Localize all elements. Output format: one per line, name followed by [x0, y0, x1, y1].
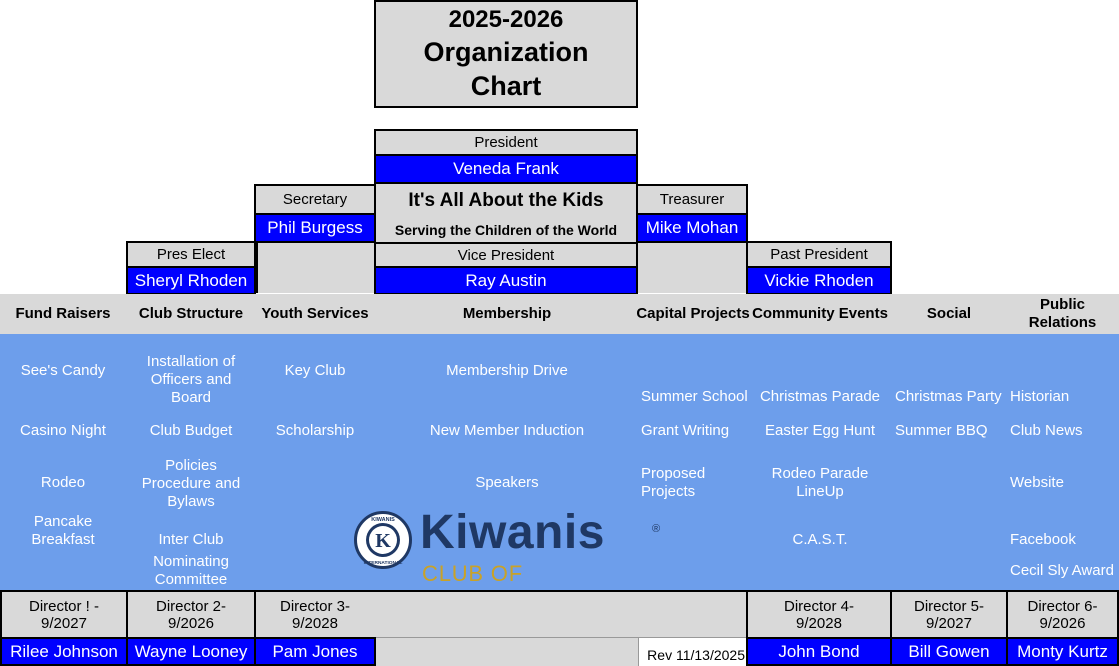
director-3-name: Pam Jones — [254, 637, 376, 666]
category-header-row: Fund Raisers Club Structure Youth Servic… — [0, 294, 1119, 334]
kiwanis-logo: K KIWANIS INTERNATIONAL Kiwanis ® CLUB O… — [352, 506, 662, 612]
capital-projects-item: Proposed Projects — [641, 465, 706, 500]
category-public-relations: Public Relations — [1028, 296, 1097, 331]
treasurer-label: Treasurer — [636, 184, 748, 215]
director-spacer — [374, 590, 748, 639]
motto-sub: Serving the Children of the World — [394, 222, 618, 238]
capital-projects-item: Summer School — [641, 388, 748, 405]
president-label: President — [374, 129, 638, 156]
community-events-item: Rodeo Parade LineUp — [771, 465, 869, 500]
secretary-label: Secretary — [254, 184, 376, 215]
public-relations-item: Club News — [1010, 422, 1083, 439]
pres-elect-label: Pres Elect — [126, 241, 256, 268]
capital-projects-item: Grant Writing — [641, 422, 730, 439]
pres-elect-name: Sheryl Rhoden — [126, 266, 256, 295]
past-president-name: Vickie Rhoden — [746, 266, 892, 295]
director-1-label: Director ! - 9/2027 — [0, 590, 128, 639]
director-5-name: Bill Gowen — [890, 637, 1008, 666]
category-community-events: Community Events — [752, 305, 888, 322]
fund-raiser-item: Pancake Breakfast — [31, 513, 95, 548]
club-structure-item: Inter Club — [158, 531, 224, 548]
director-4-label: Director 4- 9/2028 — [746, 590, 892, 639]
president-name: Veneda Frank — [374, 154, 638, 184]
chart-title-year: 2025-2026 — [448, 6, 564, 33]
social-item: Christmas Party — [895, 388, 1002, 405]
club-structure-item: Policies Procedure and Bylaws — [141, 457, 241, 510]
community-events-item: Christmas Parade — [759, 388, 881, 405]
public-relations-item: Facebook — [1010, 531, 1076, 548]
fund-raiser-item: See's Candy — [20, 362, 106, 379]
kiwanis-seal-icon: K KIWANIS INTERNATIONAL — [354, 511, 412, 569]
motto-box: It's All About the Kids Serving the Chil… — [374, 182, 638, 244]
public-relations-item: Historian — [1010, 388, 1070, 405]
club-structure-item: Club Budget — [149, 422, 233, 439]
youth-services-item: Scholarship — [275, 422, 355, 439]
category-social: Social — [926, 305, 972, 322]
revision-date: Rev 11/13/2025 — [647, 647, 745, 663]
vice-president-label: Vice President — [374, 242, 638, 268]
director-2-name: Wayne Looney — [126, 637, 256, 666]
club-structure-item: Nominating Committee — [153, 553, 229, 588]
director-6-label: Director 6- 9/2026 — [1006, 590, 1119, 639]
category-youth-services: Youth Services — [261, 305, 369, 322]
director-3-label: Director 3- 9/2028 — [254, 590, 376, 639]
membership-item: New Member Induction — [429, 422, 585, 439]
membership-item: Membership Drive — [446, 362, 568, 379]
chart-title-line3: Chart — [470, 71, 542, 101]
fund-raiser-item: Rodeo — [40, 474, 86, 491]
svg-text:INTERNATIONAL: INTERNATIONAL — [364, 560, 403, 566]
category-capital-projects: Capital Projects — [636, 305, 750, 322]
fund-raiser-item: Casino Night — [20, 422, 106, 439]
svg-text:KIWANIS: KIWANIS — [371, 517, 395, 523]
treasurer-filler — [638, 243, 746, 293]
category-membership: Membership — [462, 305, 552, 322]
club-structure-item: Installation of Officers and Board — [146, 353, 236, 406]
public-relations-item: Website — [1010, 474, 1064, 491]
category-club-structure: Club Structure — [138, 305, 244, 322]
community-events-item: Easter Egg Hunt — [764, 422, 876, 439]
chart-title-line2: Organization — [423, 37, 589, 67]
youth-services-item: Key Club — [284, 362, 346, 379]
chart-title-box: 2025-2026 Organization Chart — [374, 0, 638, 108]
director-2-label: Director 2- 9/2026 — [126, 590, 256, 639]
director-5-label: Director 5- 9/2027 — [890, 590, 1008, 639]
kiwanis-registered-mark: ® — [652, 523, 661, 535]
vice-president-name: Ray Austin — [374, 266, 638, 295]
treasurer-name: Mike Mohan — [636, 213, 748, 243]
svg-text:K: K — [375, 530, 391, 552]
membership-item: Speakers — [475, 474, 539, 491]
revision-cell: Rev 11/13/2025 — [638, 637, 748, 666]
category-fund-raisers: Fund Raisers — [15, 305, 111, 322]
social-item: Summer BBQ — [895, 422, 988, 439]
director-1-name: Rilee Johnson — [0, 637, 128, 666]
director-6-name: Monty Kurtz — [1006, 637, 1119, 666]
community-events-item: C.A.S.T. — [792, 531, 848, 548]
secretary-filler — [256, 243, 374, 293]
director-4-name: John Bond — [746, 637, 892, 666]
kiwanis-wordmark: Kiwanis — [420, 506, 605, 559]
public-relations-item: Cecil Sly Award — [1010, 562, 1114, 579]
director-name-spacer — [376, 637, 638, 666]
motto-main: It's All About the Kids — [408, 190, 604, 211]
secretary-name: Phil Burgess — [254, 213, 376, 243]
committee-panel — [0, 334, 1119, 592]
past-president-label: Past President — [746, 241, 892, 268]
